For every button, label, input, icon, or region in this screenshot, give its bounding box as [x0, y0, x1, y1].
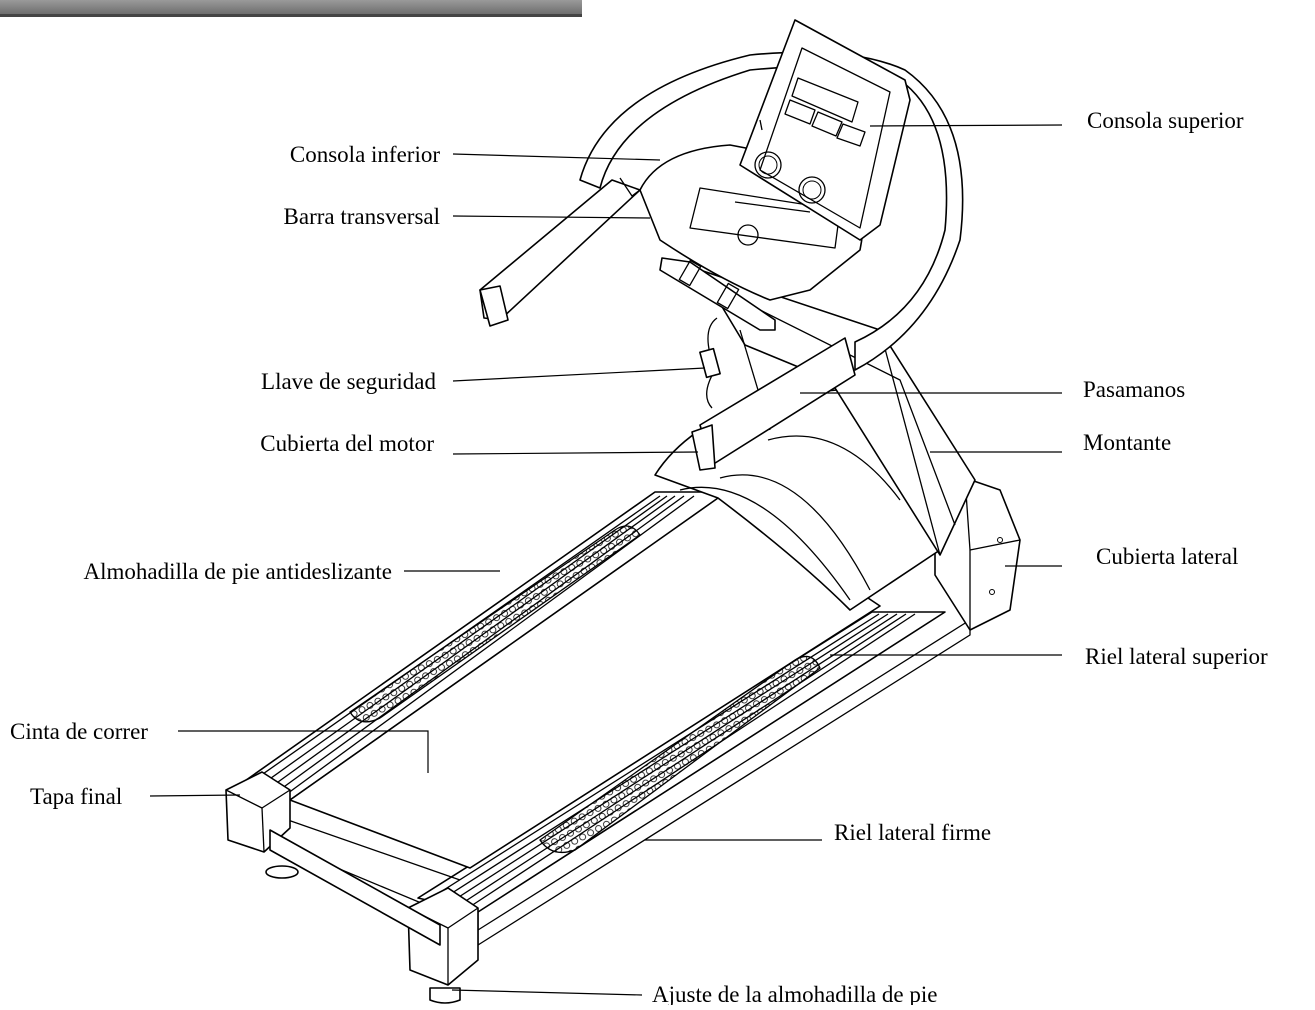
label-almohadilla-antideslizante: Almohadilla de pie antideslizante [84, 559, 392, 584]
label-ajuste-almohadilla: Ajuste de la almohadilla de pie [652, 982, 938, 1005]
safety-key [699, 347, 721, 379]
label-cubierta-motor: Cubierta del motor [260, 431, 434, 456]
label-pasamanos: Pasamanos [1083, 377, 1185, 402]
label-barra-transversal: Barra transversal [284, 204, 440, 229]
running-belt [264, 497, 881, 911]
foot-pad-right [539, 655, 821, 854]
label-consola-inferior: Consola inferior [290, 142, 440, 167]
end-cap-right [407, 887, 479, 986]
crossbar [659, 257, 776, 331]
rear-roller [269, 829, 441, 946]
header-bar [0, 0, 582, 17]
treadmill-drawing [225, 19, 1021, 1004]
label-tapa-final: Tapa final [30, 784, 122, 809]
label-riel-lateral-firme: Riel lateral firme [834, 820, 991, 845]
leader-lines [149, 124, 1063, 996]
labels: Consola inferior Barra transversal Llave… [10, 108, 1268, 1007]
label-montante: Montante [1083, 430, 1171, 455]
label-riel-lateral-superior: Riel lateral superior [1085, 644, 1268, 669]
label-consola-superior: Consola superior [1087, 108, 1244, 133]
foot-left [265, 865, 299, 879]
foot-adjust [429, 987, 461, 1004]
label-cinta-correr: Cinta de correr [10, 719, 148, 744]
label-llave-seguridad: Llave de seguridad [261, 369, 436, 394]
label-cubierta-lateral: Cubierta lateral [1096, 544, 1238, 569]
foot-pad-left [349, 525, 641, 723]
left-arm [479, 177, 641, 327]
upper-console [739, 19, 911, 241]
